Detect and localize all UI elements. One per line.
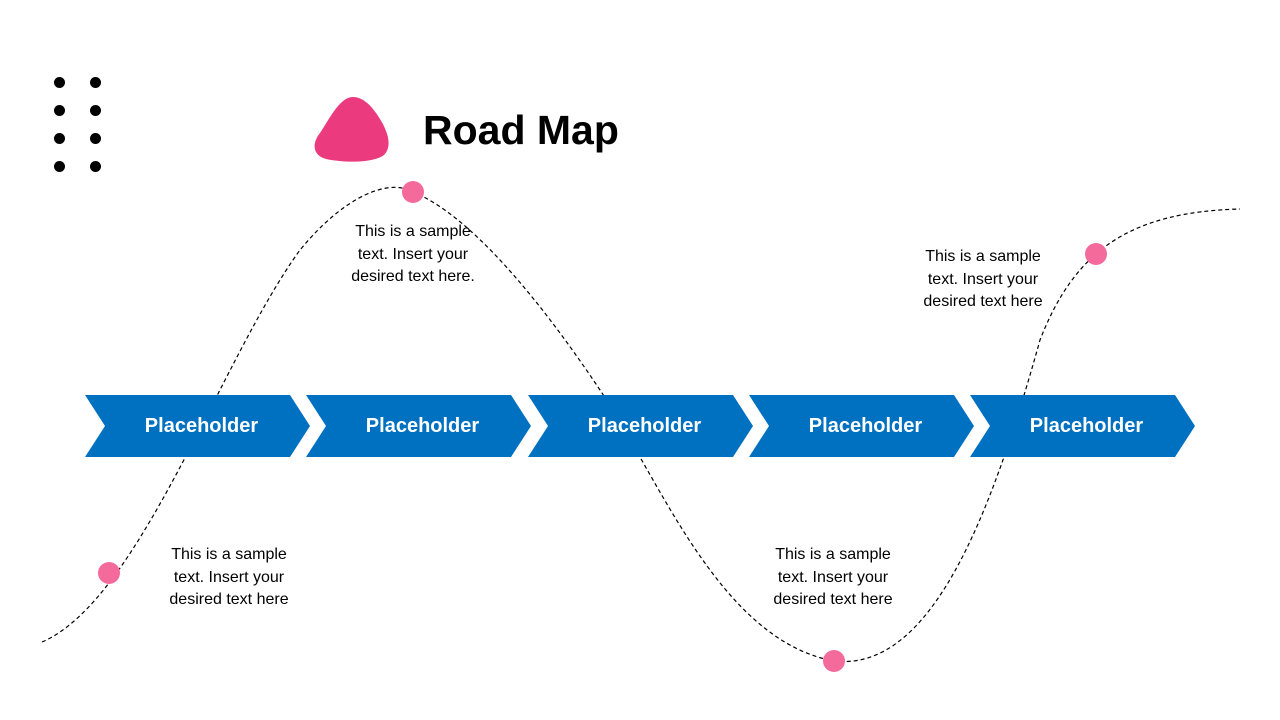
milestone-caption: This is a sample text. Insert your desir… — [169, 546, 289, 608]
blob-icon — [314, 96, 389, 162]
step-label: Placeholder — [808, 414, 923, 437]
step-label: Placeholder — [1029, 414, 1144, 437]
step-chevron-3: Placeholder — [528, 395, 753, 457]
page-title: Road Map — [423, 107, 619, 153]
step-label: Placeholder — [365, 414, 480, 437]
milestone-caption: This is a sample text. Insert your desir… — [923, 248, 1043, 310]
milestone-marker-icon — [823, 650, 845, 672]
step-chevron-5: Placeholder — [970, 395, 1195, 457]
step-chevron-2: Placeholder — [306, 395, 531, 457]
milestone-caption: This is a sample text. Insert your desir… — [351, 223, 475, 285]
milestone-caption: This is a sample text. Insert your desir… — [773, 546, 893, 608]
step-label: Placeholder — [144, 414, 259, 437]
milestone-marker-icon — [402, 181, 424, 203]
step-chevron-1: Placeholder — [85, 395, 310, 457]
dot-grid-icon — [54, 77, 102, 173]
step-chevron-4: Placeholder — [749, 395, 974, 457]
step-label: Placeholder — [587, 414, 702, 437]
milestone-marker-icon — [1085, 243, 1107, 265]
milestone-marker-icon — [98, 562, 120, 584]
